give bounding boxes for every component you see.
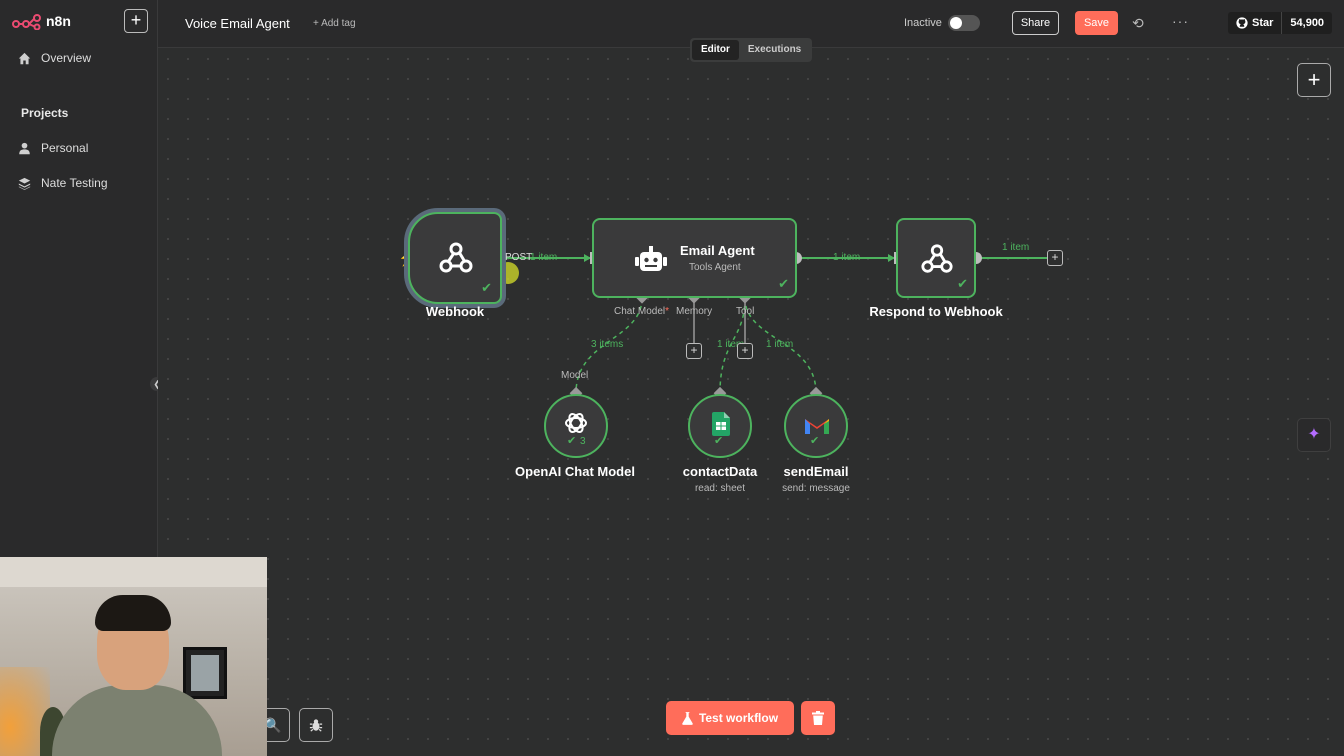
sidebar-item-label: Overview — [41, 51, 92, 65]
webhook-method-label: POST — [505, 252, 533, 263]
user-icon — [19, 142, 30, 154]
edge-count-label: 1 item — [1002, 242, 1030, 253]
gmail-icon — [805, 419, 829, 434]
github-star-label: Star — [1252, 17, 1274, 29]
webcam-overlay — [0, 557, 267, 756]
success-check-icon: ✔ — [957, 276, 968, 291]
test-workflow-label: Test workflow — [698, 711, 779, 725]
edge-count-label: 3 items — [591, 339, 624, 350]
workflow-canvas[interactable] — [158, 49, 1344, 756]
port-label-memory: Memory — [676, 306, 713, 317]
chevron-left-icon: ❮ — [153, 379, 161, 389]
email-agent-title: Email Agent — [680, 243, 755, 258]
sidebar-item-label: Nate Testing — [41, 176, 108, 190]
active-toggle[interactable] — [948, 15, 980, 31]
sidebar-item-personal[interactable]: Personal — [18, 141, 88, 155]
robot-icon — [635, 246, 667, 271]
sparkle-icon: ✦ — [1307, 426, 1321, 443]
n8n-logo[interactable]: n8n — [12, 12, 71, 30]
projects-heading: Projects — [21, 106, 69, 120]
execution-count: 3 — [580, 436, 586, 447]
success-check-icon: ✔ — [714, 435, 724, 447]
edge-count-label: 1 item — [833, 252, 861, 263]
edge-count-label: 1 item — [530, 252, 558, 263]
webcam-wall-frame — [183, 647, 227, 699]
clear-execution-button[interactable] — [801, 701, 835, 735]
open-nodes-panel-button[interactable]: + — [1297, 63, 1331, 97]
top-bar: Voice Email Agent + Add tag Inactive Sha… — [158, 0, 1344, 48]
edge-count-label: 1 item — [766, 339, 794, 350]
webcam-ceiling — [0, 557, 267, 587]
openai-icon — [565, 412, 587, 434]
save-button[interactable]: Save — [1075, 11, 1118, 35]
github-icon — [1236, 17, 1248, 29]
openai-node-label: OpenAI Chat Model — [515, 464, 635, 479]
port-label-tool: Tool — [736, 306, 755, 317]
tab-editor[interactable]: Editor — [692, 40, 739, 60]
connection-tool-contact — [719, 297, 746, 394]
n8n-logo-icon — [12, 14, 41, 30]
contactdata-node[interactable]: ✔ — [688, 394, 752, 458]
webhook-icon — [439, 242, 473, 273]
test-workflow-button[interactable]: Test workflow — [666, 701, 794, 735]
add-node-button[interactable]: + — [1047, 250, 1063, 266]
connection-model — [575, 297, 643, 394]
model-port-label: Model — [561, 370, 589, 381]
tab-executions[interactable]: Executions — [747, 44, 802, 55]
contactdata-node-subtitle: read: sheet — [694, 483, 746, 494]
logo-text: n8n — [46, 13, 71, 29]
new-workflow-button[interactable]: + — [124, 9, 148, 33]
history-icon[interactable]: ⟲ — [1132, 15, 1144, 31]
more-options-icon[interactable]: ··· — [1172, 13, 1189, 29]
github-star-button[interactable]: Star 54,900 — [1228, 12, 1333, 34]
flask-icon — [682, 711, 693, 725]
success-check-icon: ✔ — [810, 435, 820, 447]
google-sheets-icon — [712, 412, 730, 436]
sendemail-node-label: sendEmail — [783, 464, 849, 479]
add-tag-link[interactable]: + Add tag — [313, 18, 356, 29]
bug-icon — [309, 719, 323, 732]
debug-button[interactable] — [299, 708, 333, 742]
add-tool-button[interactable]: + — [737, 343, 753, 359]
webhook-node[interactable]: ✔ — [408, 212, 502, 304]
sidebar-item-nate-testing[interactable]: Nate Testing — [18, 176, 108, 190]
respond-node-label: Respond to Webhook — [869, 304, 1003, 319]
webhook-node-label: Webhook — [425, 304, 485, 319]
share-button[interactable]: Share — [1012, 11, 1059, 35]
contactdata-node-label: contactData — [682, 464, 758, 479]
webhook-icon — [921, 244, 953, 273]
success-check-icon: ✔ — [481, 280, 492, 295]
github-star-count: 54,900 — [1290, 17, 1325, 29]
openai-chat-model-node[interactable]: ✔ 3 — [544, 394, 608, 458]
port-label-text: Chat Model — [614, 306, 666, 317]
email-agent-subtitle: Tools Agent — [689, 262, 741, 273]
success-check-icon: ✔ — [567, 435, 577, 447]
sidebar-item-overview[interactable]: Overview — [18, 51, 91, 65]
workflow-name[interactable]: Voice Email Agent — [185, 16, 290, 31]
edge-count-label: 1 item — [717, 339, 745, 350]
sendemail-node[interactable]: ✔ — [784, 394, 848, 458]
sidebar-item-label: Personal — [41, 141, 89, 155]
success-check-icon: ✔ — [778, 276, 789, 291]
add-memory-button[interactable]: + — [686, 343, 702, 359]
required-mark: * — [665, 306, 670, 317]
email-agent-node[interactable]: Email Agent Tools Agent ✔ — [592, 218, 797, 298]
webcam-person-hair — [95, 595, 171, 631]
sendemail-node-subtitle: send: message — [782, 483, 850, 494]
ai-assistant-button[interactable]: ✦ — [1297, 418, 1331, 452]
trash-icon — [812, 711, 824, 725]
layers-icon — [18, 177, 31, 190]
port-label-chat-model: Chat Model* — [614, 306, 669, 317]
active-status-label: Inactive — [904, 17, 942, 29]
respond-to-webhook-node[interactable]: ✔ — [896, 218, 976, 298]
zoom-out-icon: 🔍 — [264, 717, 282, 733]
view-tabs: Editor Executions — [690, 38, 813, 62]
home-icon — [18, 52, 31, 64]
connection-tool-send — [744, 297, 817, 394]
